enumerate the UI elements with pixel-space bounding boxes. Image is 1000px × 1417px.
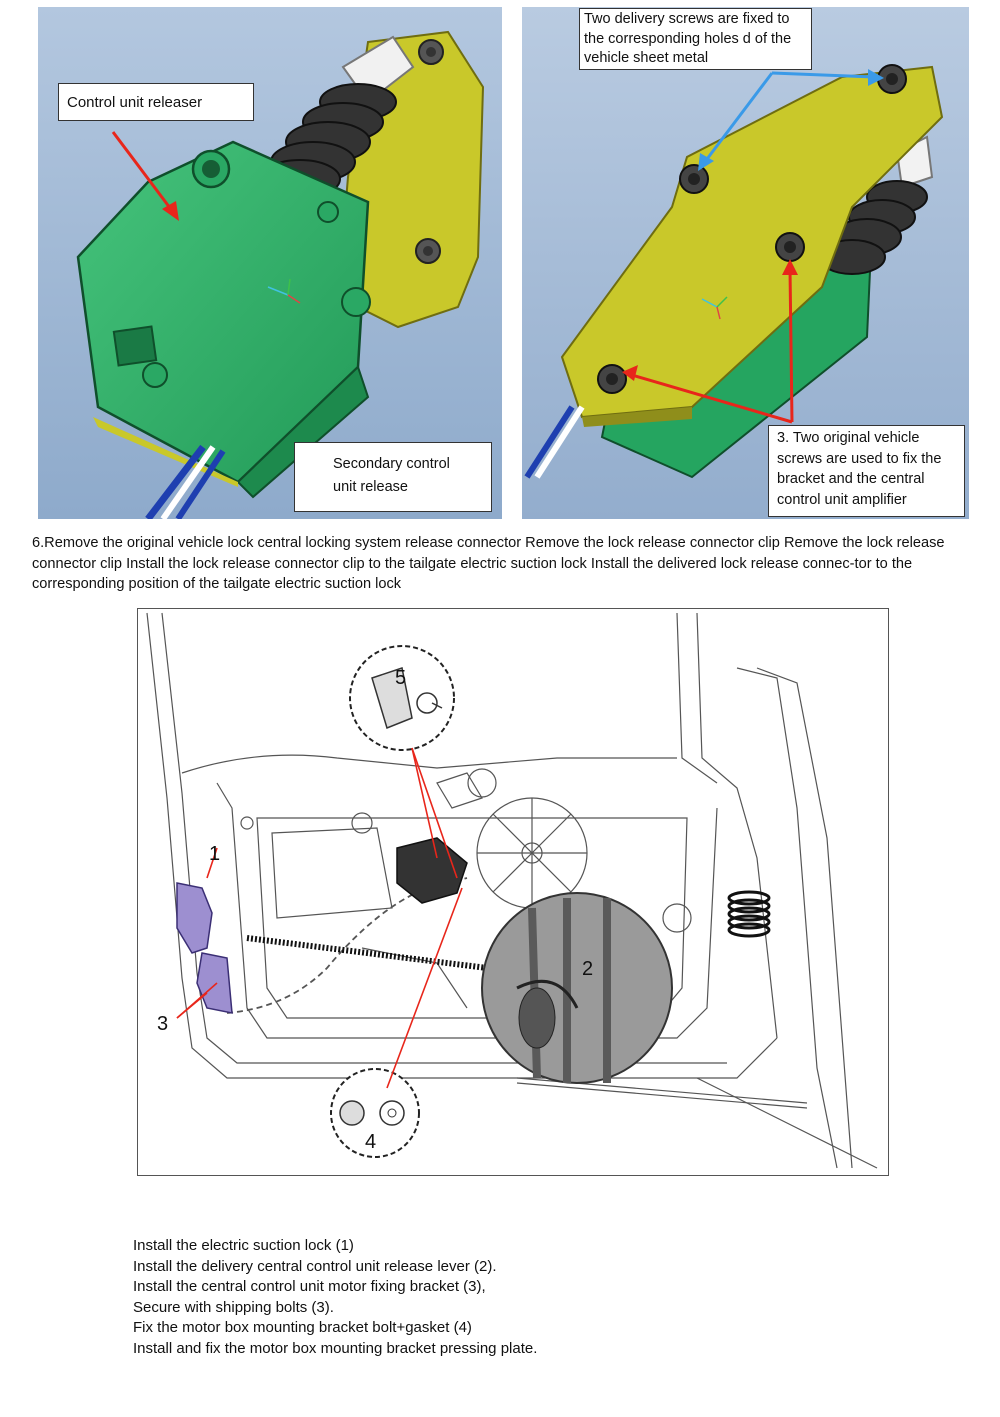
blue-arrowhead (698, 153, 714, 171)
screw-icon (775, 232, 805, 262)
instruction-line: Install the delivery central control uni… (133, 1257, 497, 1275)
screw-icon (597, 364, 627, 394)
instruction-line: Install the central control unit motor f… (133, 1278, 486, 1296)
callout-5: 5 (395, 667, 406, 689)
instruction-line: Fix the motor box mounting bracket bolt+… (133, 1319, 472, 1337)
blue-arrowhead (868, 69, 884, 86)
instruction-line: Install the electric suction lock (1) (133, 1237, 354, 1254)
figure-left-panel: Control unit releaser Secondary control … (38, 7, 502, 519)
left-render-illustration (38, 7, 502, 519)
screw-icon (679, 164, 709, 194)
door-line-art: 1 2 3 4 5 (137, 608, 889, 1176)
right-render-illustration (522, 7, 969, 519)
motor-fixing-bracket (196, 952, 233, 1014)
callout-2: 2 (582, 958, 593, 980)
callout-4: 4 (365, 1131, 376, 1153)
secondary-release-label: Secondary control unit release (294, 442, 492, 512)
installation-steps-list: Install the electric suction lock (1) In… (133, 1236, 893, 1360)
figure-right-panel: Two delivery screws are fixed to the cor… (522, 7, 969, 519)
callout-1: 1 (209, 843, 220, 865)
ribbed-cable (246, 935, 488, 971)
red-leader-lines (176, 747, 463, 1089)
detail-circle-4 (330, 1068, 420, 1158)
instruction-line: Secure with shipping bolts (3). (133, 1298, 334, 1316)
control-unit-releaser-label: Control unit releaser (58, 83, 254, 121)
electric-suction-lock (176, 882, 213, 954)
step-6-instructions: 6.Remove the original vehicle lock centr… (32, 535, 945, 592)
magnifier-detail-2 (481, 892, 673, 1084)
original-screws-label: 3. Two original vehicle screws are used … (768, 425, 965, 517)
screw-icon (877, 64, 907, 94)
red-arrowhead (782, 259, 798, 275)
red-arrowhead (162, 201, 179, 221)
red-arrowhead (622, 365, 638, 381)
spring (727, 890, 771, 938)
callout-3: 3 (157, 1013, 168, 1035)
delivery-screws-label: Two delivery screws are fixed to the cor… (579, 8, 812, 70)
instruction-line: Install and fix the motor box mounting b… (133, 1339, 538, 1357)
door-installation-diagram: 1 2 3 4 5 (137, 608, 889, 1176)
